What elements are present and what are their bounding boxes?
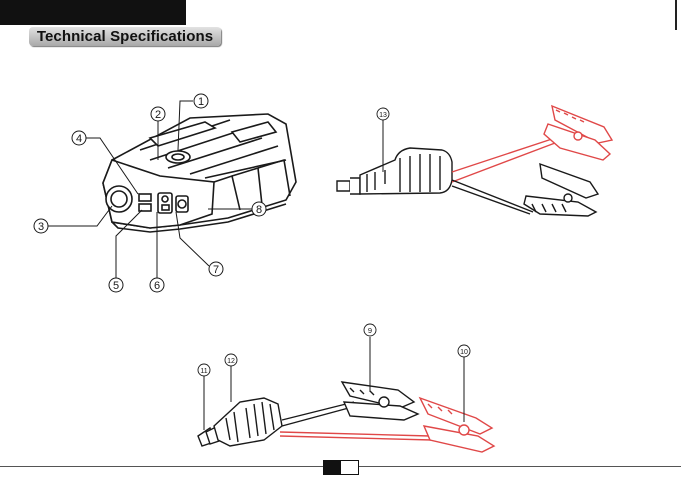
jump-starter-device-illustration: [103, 114, 296, 232]
eC5-connector-cable-illustration: [198, 382, 494, 452]
callout-6: 6: [150, 278, 164, 292]
callout-2-label: 2: [155, 109, 161, 121]
callout-10: 10: [458, 345, 470, 357]
callout-8: 8: [252, 202, 266, 216]
clamp-cable-illustration: [337, 106, 612, 216]
callout-7: 7: [209, 262, 223, 276]
callout-3: 3: [34, 219, 48, 233]
callout-8-label: 8: [256, 204, 262, 216]
callout-4: 4: [72, 131, 86, 145]
callout-13: 13: [377, 108, 389, 120]
page-indicator: [323, 460, 359, 475]
callout-1-label: 1: [198, 96, 204, 108]
callout-11: 11: [198, 364, 210, 376]
callout-12-label: 12: [227, 358, 235, 365]
callout-1: 1: [194, 94, 208, 108]
callout-3-label: 3: [38, 221, 44, 233]
callout-9: 9: [364, 324, 376, 336]
callout-9-label: 9: [368, 326, 372, 335]
callout-6-label: 6: [154, 280, 160, 292]
callout-7-label: 7: [213, 264, 219, 276]
callout-5-label: 5: [113, 280, 119, 292]
callout-5: 5: [109, 278, 123, 292]
callout-12: 12: [225, 354, 237, 366]
page-indicator-empty: [341, 461, 358, 474]
callout-11-label: 11: [200, 368, 207, 375]
callout-10-label: 10: [460, 349, 468, 356]
callout-13-label: 13: [379, 112, 387, 119]
callout-4-label: 4: [76, 133, 82, 145]
callout-2: 2: [151, 107, 165, 121]
page-indicator-filled: [324, 461, 341, 474]
